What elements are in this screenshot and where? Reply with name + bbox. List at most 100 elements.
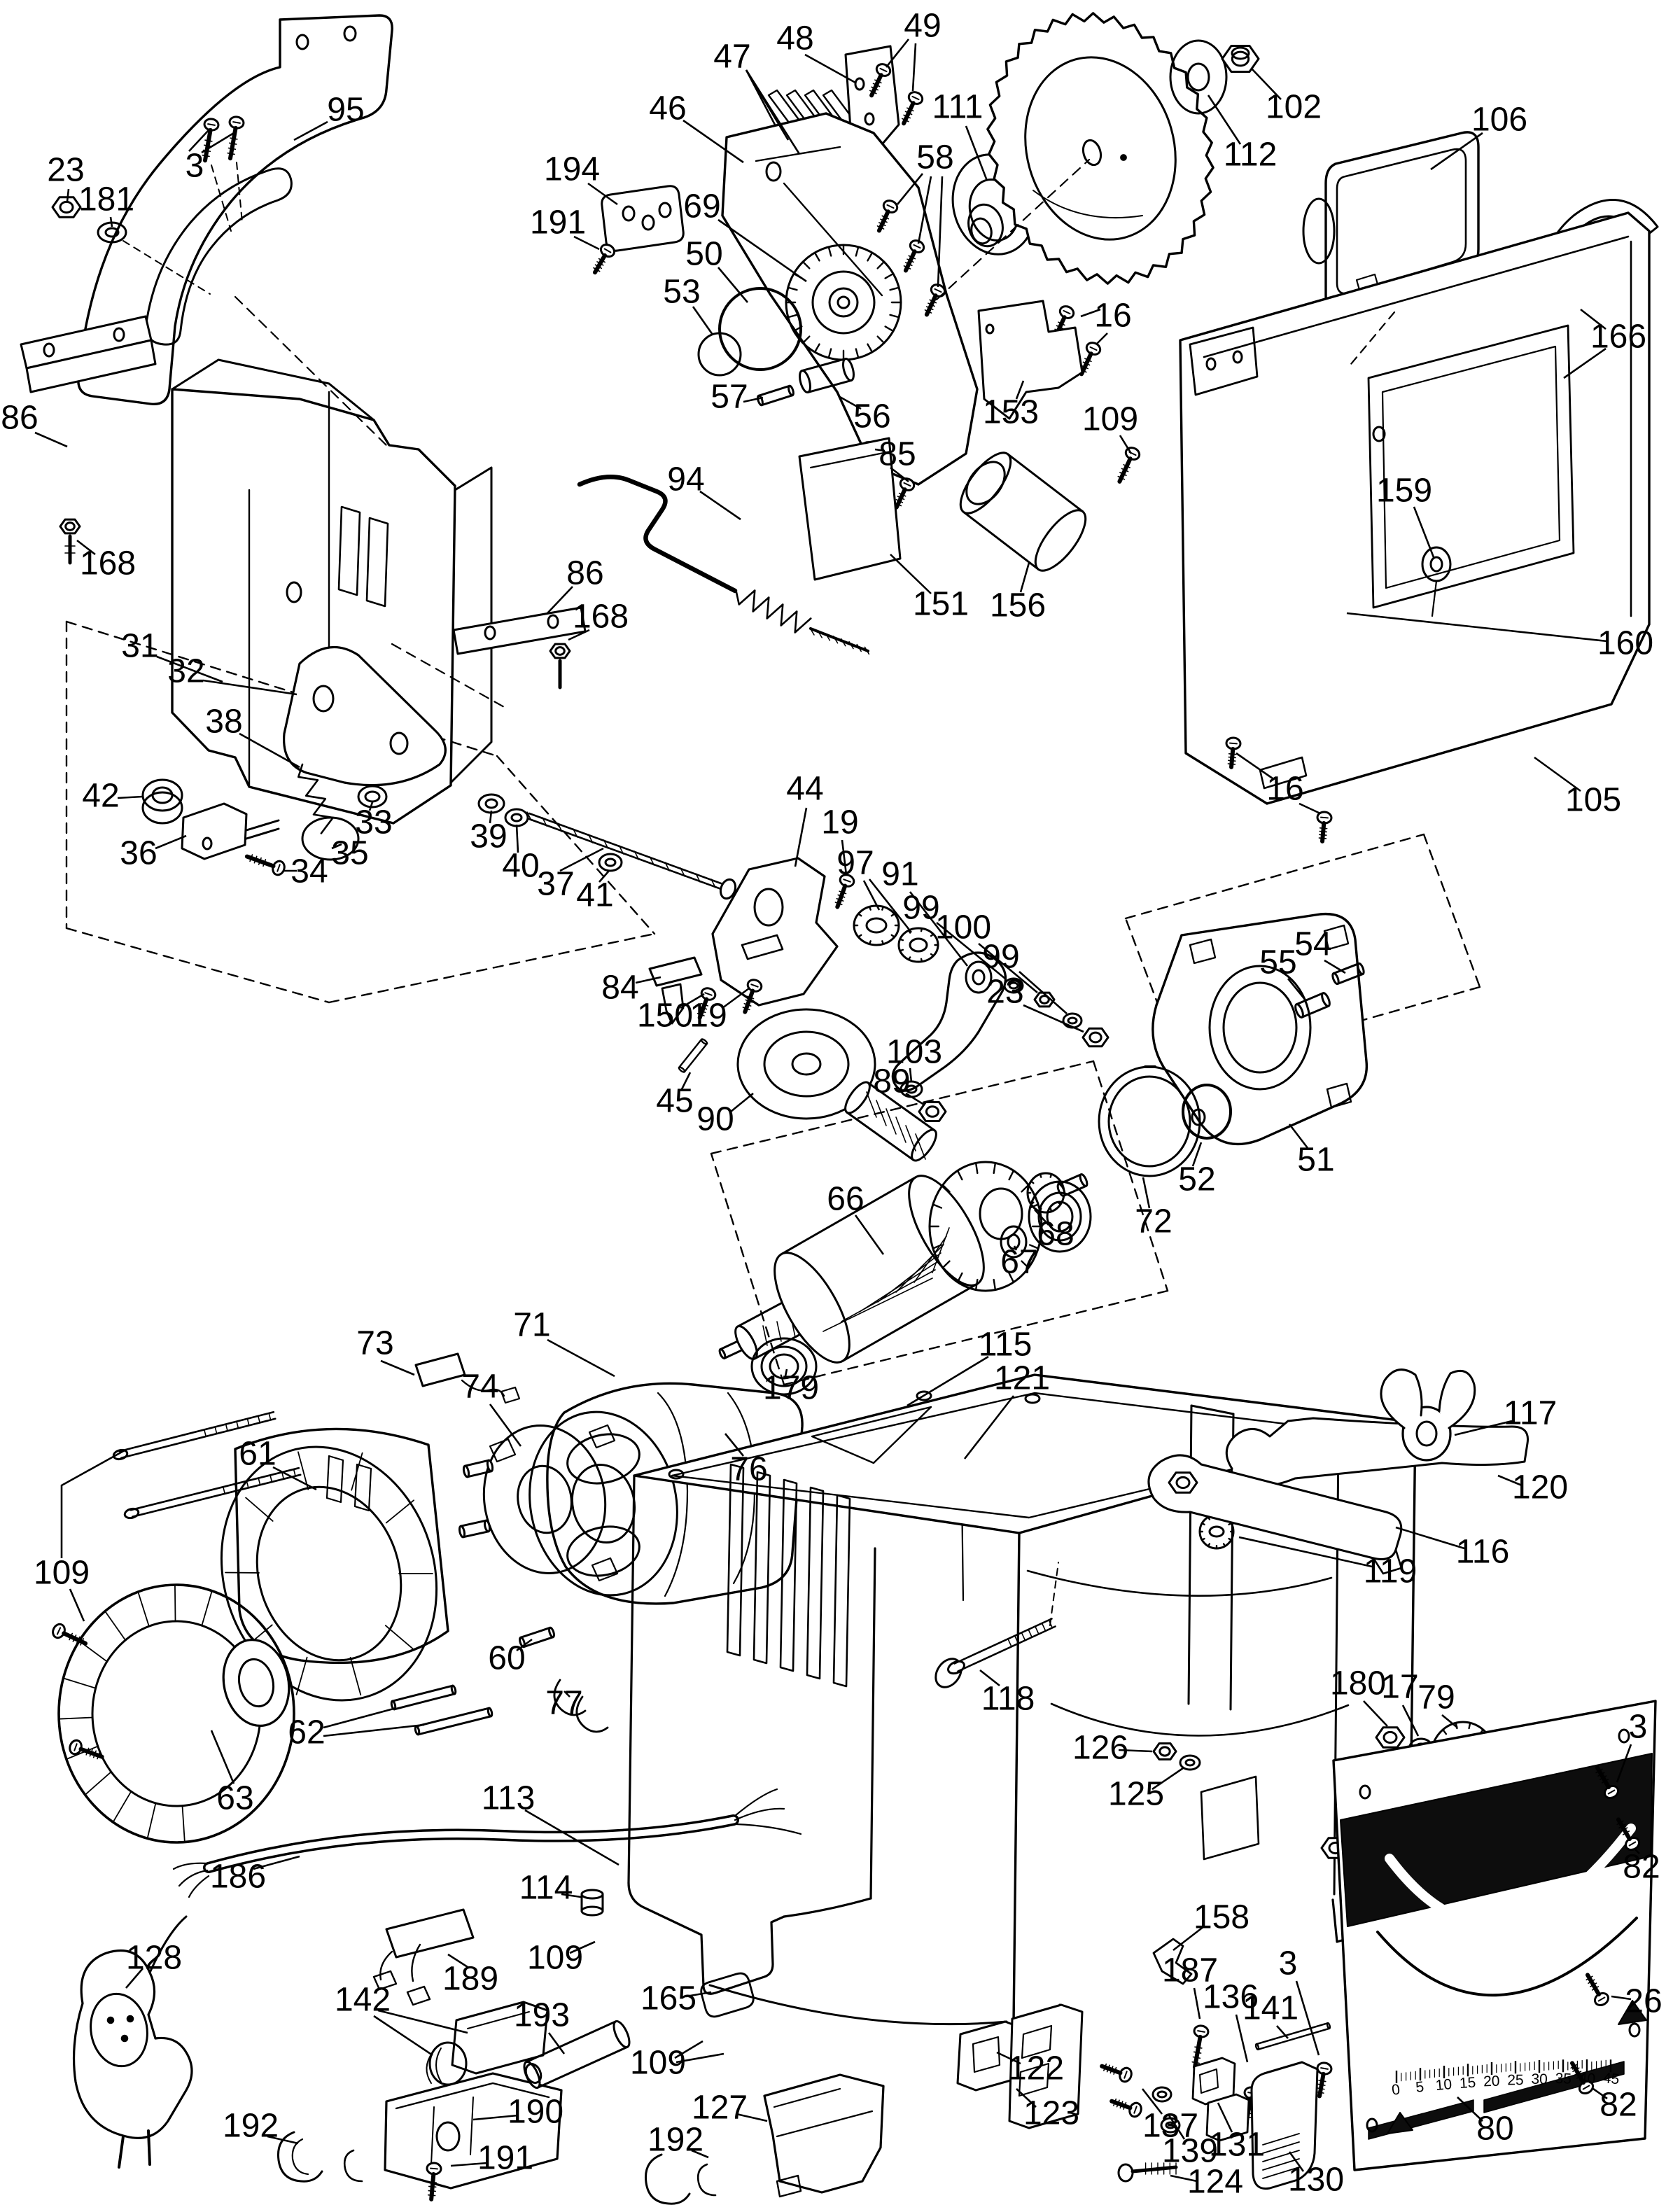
- leader-line-99-52: [936, 921, 1006, 980]
- part-label-3-120: 3: [1629, 1709, 1648, 1746]
- leader-line-41-17: [598, 870, 610, 883]
- part-label-19-49: 19: [821, 804, 858, 841]
- part-label-94-42: 94: [667, 461, 704, 498]
- leader-line-62-79: [323, 1707, 397, 1729]
- part-label-73-74: 73: [356, 1325, 393, 1362]
- leader-line-16-47: [1298, 802, 1321, 815]
- leader-line-3-1: [201, 132, 234, 154]
- part-label-47-22: 47: [713, 38, 750, 76]
- leader-line-113-91: [524, 1809, 620, 1866]
- leader-line-156-41: [1019, 562, 1030, 593]
- part-label-126-111: 126: [1072, 1730, 1128, 1767]
- part-label-186-81: 186: [210, 1858, 266, 1896]
- part-label-118-110: 118: [981, 1681, 1035, 1718]
- leader-line-58-32: [896, 173, 924, 205]
- part-label-158-108: 158: [1194, 1899, 1250, 1936]
- leader-line-105-46: [1534, 756, 1581, 792]
- part-label-109-93: 109: [527, 1940, 583, 1977]
- leader-line-19-49: [841, 839, 848, 876]
- leader-line-86-4: [34, 431, 68, 448]
- leader-line-99-54: [1018, 971, 1068, 1014]
- leader-line-71-75: [547, 1338, 615, 1378]
- part-label-35-12: 35: [331, 835, 368, 872]
- part-label-36-10: 36: [120, 835, 157, 872]
- part-label-151-40: 151: [913, 586, 969, 623]
- leader-line-126-111: [1118, 1749, 1153, 1753]
- part-label-90-60: 90: [696, 1101, 734, 1138]
- part-label-23-55: 23: [986, 974, 1023, 1011]
- part-label-34-11: 34: [290, 853, 328, 890]
- part-label-105-46: 105: [1565, 782, 1621, 819]
- leader-line-37-16: [559, 847, 604, 872]
- part-label-99-54: 99: [982, 939, 1019, 976]
- leader-line-165-94: [685, 1991, 712, 1998]
- part-label-42-9: 42: [82, 778, 119, 815]
- leader-line-95-0: [293, 120, 328, 141]
- leader-line-39-14: [489, 810, 493, 824]
- leader-line-85-39: [890, 466, 909, 483]
- part-label-53-28: 53: [663, 274, 700, 311]
- leader-line-73-74: [380, 1359, 415, 1376]
- leader-line-23-55: [1023, 1004, 1084, 1033]
- leader-line-194-20: [587, 182, 618, 206]
- leader-line-47-22: [745, 69, 801, 155]
- part-label-100-53: 100: [935, 909, 991, 946]
- bevel-scale-tick: 5: [1415, 2079, 1424, 2096]
- leader-line-118-110: [979, 1669, 1000, 1687]
- leader-line-61-77: [272, 1466, 317, 1491]
- leader-line-69-26: [718, 218, 807, 283]
- leader-line-84-56: [635, 976, 662, 984]
- diagram-artwork: [20, 12, 1659, 2205]
- leader-line-166-36: [1580, 308, 1606, 330]
- leader-line-49-24: [885, 38, 910, 68]
- part-label-52-67: 52: [1178, 1161, 1215, 1198]
- part-label-141-106: 141: [1242, 1990, 1298, 2027]
- part-label-111-31: 111: [932, 89, 983, 126]
- part-label-117-113: 117: [1504, 1395, 1558, 1432]
- part-label-62-79: 62: [288, 1714, 325, 1751]
- leader-line-51-68: [1288, 1124, 1309, 1149]
- leader-line-131-102: [1217, 2102, 1233, 2133]
- part-label-123-99: 123: [1023, 2095, 1079, 2132]
- leader-line-68-64: [1034, 1209, 1049, 1226]
- part-label-166-36: 166: [1590, 318, 1646, 356]
- leader-line-54-70: [1324, 959, 1346, 974]
- leader-line-192-89: [267, 2135, 299, 2145]
- leader-line-63-80: [210, 1730, 235, 1784]
- part-label-114-92: 114: [519, 1870, 573, 1907]
- part-label-63-80: 63: [216, 1780, 253, 1817]
- part-label-192-89: 192: [223, 2108, 279, 2145]
- leader-line-16-37: [1096, 332, 1108, 345]
- leader-line-109-78: [69, 1588, 85, 1622]
- leader-line-33-13: [368, 802, 374, 811]
- part-label-45-59: 45: [656, 1083, 693, 1120]
- leader-line-186-81: [253, 1855, 300, 1870]
- leader-line-85-39: [874, 448, 886, 452]
- part-label-54-70: 54: [1294, 926, 1331, 963]
- leader-line-125-112: [1152, 1767, 1184, 1791]
- part-label-150-57: 150: [637, 997, 693, 1035]
- leader-line-181-3: [109, 216, 113, 227]
- leader-line-82-123: [1592, 2087, 1608, 2100]
- leader-line-158-108: [1172, 1925, 1205, 1952]
- leader-line-40-15: [515, 824, 519, 853]
- leader-line-191-88: [450, 2162, 488, 2167]
- leader-line-57-29: [743, 396, 764, 403]
- part-label-103-61: 103: [886, 1034, 942, 1071]
- part-label-127-96: 127: [692, 2090, 748, 2127]
- leader-line-60-82: [516, 1638, 533, 1652]
- part-label-71-75: 71: [513, 1307, 550, 1344]
- part-label-26-122: 26: [1625, 1983, 1662, 2020]
- leader-line-112-34: [1207, 94, 1242, 145]
- part-label-48-23: 48: [776, 20, 813, 57]
- part-label-56-30: 56: [853, 398, 890, 435]
- leader-line-119-116: [1238, 1536, 1373, 1568]
- leader-line-94-42: [699, 490, 741, 521]
- part-label-3-1: 3: [186, 148, 204, 185]
- part-label-51-68: 51: [1297, 1142, 1334, 1179]
- leader-line-79-119: [1441, 1714, 1458, 1729]
- part-label-156-41: 156: [990, 587, 1046, 624]
- part-label-17-118: 17: [1381, 1669, 1418, 1706]
